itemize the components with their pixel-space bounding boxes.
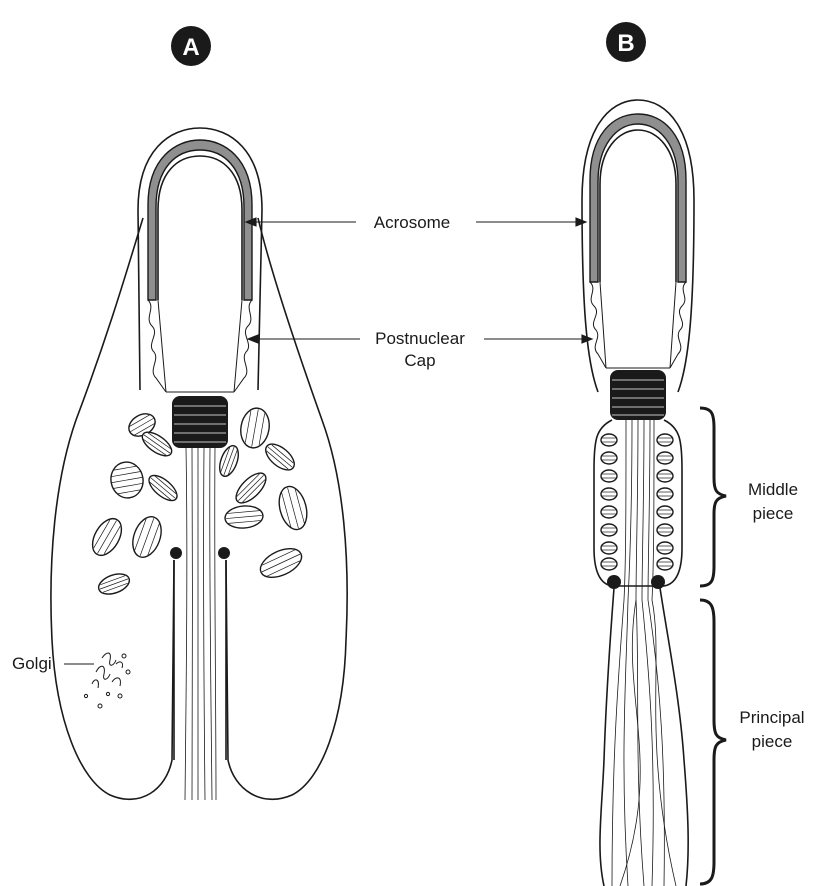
annulus-right-b bbox=[651, 575, 665, 589]
panel-b-badge: B bbox=[606, 22, 646, 62]
annulus-left-a bbox=[170, 547, 182, 559]
mitochondria-a bbox=[91, 407, 308, 595]
bracket-principal-piece bbox=[699, 598, 727, 886]
acrosome-band-b bbox=[589, 113, 687, 283]
cytoplasm-outline-a bbox=[50, 217, 348, 801]
connecting-piece-a bbox=[172, 396, 228, 448]
axoneme-b bbox=[611, 419, 677, 886]
panel-a: A bbox=[50, 26, 348, 801]
bracket-middle-piece bbox=[699, 406, 727, 588]
postnuclear-cap-left-b bbox=[589, 281, 607, 369]
axoneme-a bbox=[184, 447, 217, 801]
middle-piece-outline bbox=[593, 419, 683, 587]
panel-a-badge-letter: A bbox=[182, 34, 199, 61]
panel-b: B bbox=[581, 22, 695, 886]
acrosome-band-a bbox=[147, 139, 253, 301]
label-acrosome: Acrosome bbox=[374, 213, 451, 232]
connecting-piece-b bbox=[610, 370, 666, 420]
label-principal-piece: piece bbox=[752, 732, 793, 751]
leader-postnuclear bbox=[246, 334, 594, 344]
label-principal: Principal bbox=[739, 708, 804, 727]
head-outline-a bbox=[137, 127, 263, 391]
nucleus-outline-a bbox=[157, 155, 243, 300]
nucleus-outline-b bbox=[599, 129, 677, 282]
labels: Acrosome Postnuclear Cap Golgi Middle pi… bbox=[12, 213, 805, 886]
golgi-apparatus bbox=[83, 652, 131, 709]
label-postnuclear: Postnuclear bbox=[375, 329, 465, 348]
postnuclear-cap-right-a bbox=[233, 299, 253, 393]
label-middle-piece: piece bbox=[753, 504, 794, 523]
panel-b-badge-letter: B bbox=[617, 30, 634, 57]
leader-acrosome bbox=[244, 217, 588, 227]
postnuclear-cap-left-a bbox=[147, 299, 167, 393]
annulus-right-a bbox=[218, 547, 230, 559]
label-golgi: Golgi bbox=[12, 654, 52, 673]
principal-piece-outline bbox=[599, 587, 615, 886]
annulus-left-b bbox=[607, 575, 621, 589]
head-outline-b bbox=[581, 99, 695, 393]
mitochondria-b bbox=[600, 433, 674, 571]
label-postnuclear-cap: Cap bbox=[404, 351, 435, 370]
panel-a-badge: A bbox=[171, 26, 211, 66]
label-middle: Middle bbox=[748, 480, 798, 499]
postnuclear-cap-right-b bbox=[669, 281, 687, 369]
